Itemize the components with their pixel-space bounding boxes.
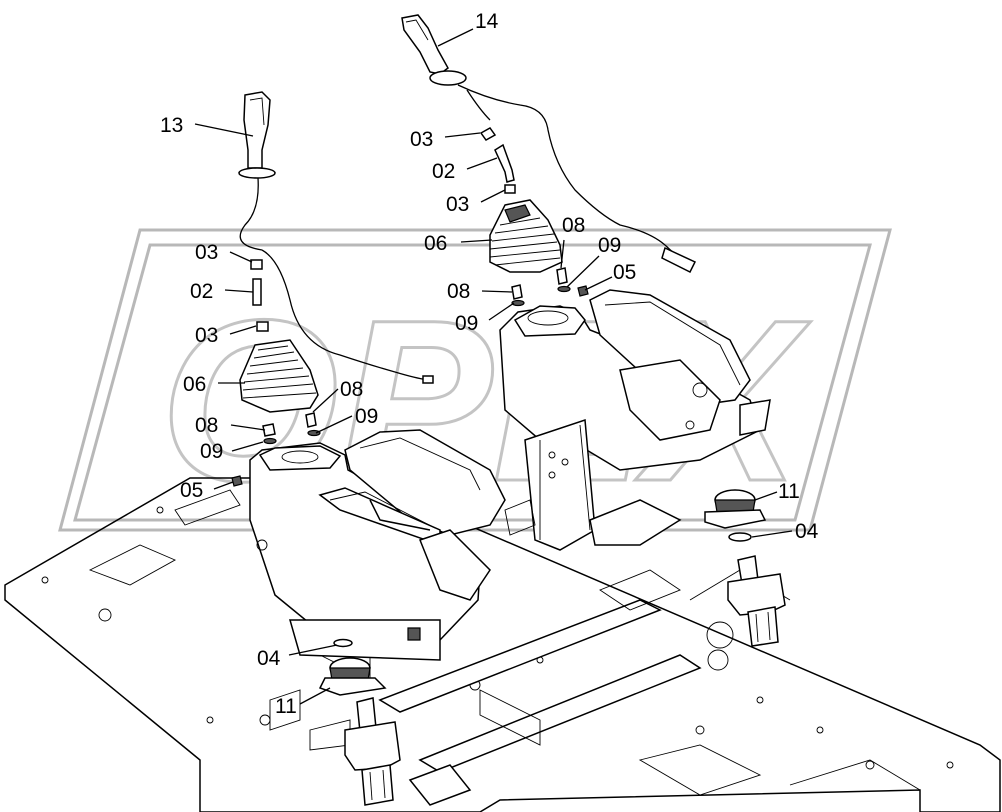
right-joystick: [401, 14, 697, 274]
left-pilot-valve: [318, 638, 401, 806]
right-pilot-valve: [704, 489, 786, 647]
left-console: [249, 429, 506, 661]
label-05: 05: [180, 479, 203, 502]
label-08: 08: [340, 378, 363, 401]
label-08: 08: [195, 414, 218, 437]
label-09: 09: [355, 405, 378, 428]
label-14: 14: [475, 10, 499, 33]
label-02: 02: [190, 280, 213, 303]
label-06: 06: [424, 232, 447, 255]
label-03: 03: [410, 128, 433, 151]
label-06: 06: [183, 373, 206, 396]
label-11: 11: [778, 480, 800, 503]
label-11: 11: [275, 695, 297, 718]
label-03: 03: [195, 241, 218, 264]
label-04: 04: [795, 520, 819, 543]
label-02: 02: [432, 160, 455, 183]
part-labels: 13 14 03 02 03 06 08 08 09 09 05 03 02 0…: [160, 10, 819, 718]
label-05: 05: [613, 261, 636, 284]
label-09: 09: [200, 440, 223, 463]
label-08: 08: [562, 214, 585, 237]
right-small-parts: [479, 127, 589, 307]
label-09: 09: [455, 312, 478, 335]
label-13: 13: [160, 114, 183, 137]
leader-lines: [194, 28, 793, 705]
left-small-parts: [174, 259, 321, 526]
label-03: 03: [446, 193, 469, 216]
right-console: [499, 289, 771, 551]
label-03: 03: [195, 324, 218, 347]
label-09: 09: [598, 234, 621, 257]
label-04: 04: [257, 647, 281, 670]
label-08: 08: [447, 280, 470, 303]
